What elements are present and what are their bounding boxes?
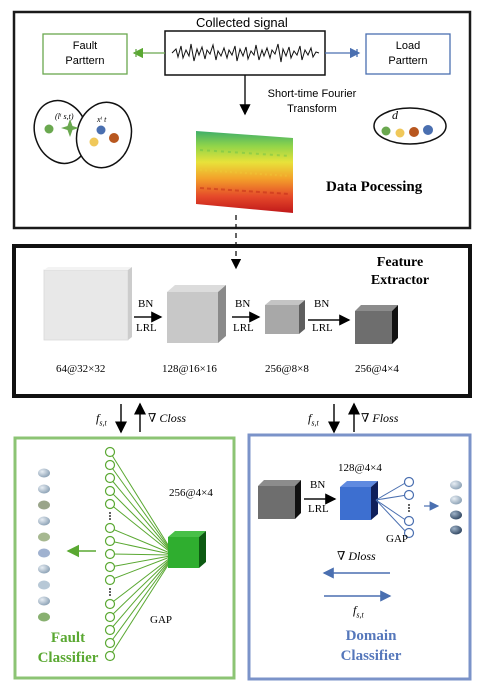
domain-neurons	[403, 476, 415, 539]
load-pattern-label: Load Parttern	[388, 40, 428, 68]
fault-sub-symbol: xⁱ t	[97, 115, 107, 124]
fault-set-symbol: (lⁱ s,t)	[55, 112, 74, 121]
domain-classifier-title-line2: Classifier	[340, 648, 402, 665]
op-label-1-top: BN	[138, 298, 154, 310]
op-label-2-bottom: LRL	[233, 322, 254, 334]
feature-extractor-frame	[12, 244, 472, 398]
op-label-3-top: BN	[314, 298, 330, 310]
fault-dot-yellow	[89, 137, 99, 147]
domain-op-bottom: LRL	[308, 503, 329, 515]
fault-classifier-title-line2: Classifier	[37, 650, 99, 667]
domain-classifier-title: Domain Classifier	[316, 626, 426, 667]
op-label-3-bottom: LRL	[312, 322, 333, 334]
domain-classifier-title-line1: Domain	[345, 628, 397, 644]
layer-label-256a: 256@8×8	[265, 363, 309, 375]
feature-extractor-title: Feature Extractor	[355, 254, 445, 290]
fault-gap-label: GAP	[150, 614, 173, 626]
fault-classifier-frame	[13, 436, 236, 680]
signal-label: Collected signal	[196, 15, 288, 30]
load-set-ellipse	[373, 107, 447, 145]
flow-arrows	[115, 402, 360, 434]
left-grad-label: ∇ Closs	[148, 411, 187, 425]
domain-forward-f: f	[353, 603, 357, 617]
fault-classifier-title-line1: Fault	[50, 630, 86, 646]
cube-layer-64	[43, 267, 132, 341]
feature-extractor-title-line1: Feature	[376, 255, 424, 270]
domain-classifier-frame	[247, 433, 472, 681]
load-dot-green	[381, 126, 391, 136]
fault-block-label: 256@4×4	[169, 487, 213, 499]
fault-pattern-label: Fault Parttern	[65, 40, 105, 68]
left-forward-label: fs,t	[96, 412, 107, 427]
stft-label: Short-time Fourier Transform	[267, 88, 357, 115]
spectrogram-texture	[199, 149, 291, 195]
cube-layer-256b	[355, 305, 398, 344]
domain-block-label: 128@4×4	[338, 462, 382, 474]
right-forward-sub: s,t	[311, 418, 319, 428]
data-processing-section	[12, 10, 472, 230]
domain-gap-label: GAP	[386, 533, 409, 545]
feature-extractor-section	[12, 244, 472, 398]
domain-op-top: BN	[310, 479, 326, 491]
fault-classifier-section	[13, 436, 236, 680]
left-forward-sub: s,t	[99, 418, 107, 428]
right-forward-label: fs,t	[308, 412, 319, 427]
layer-label-64: 64@32×32	[56, 363, 106, 375]
feature-extractor-title-line2: Extractor	[370, 273, 430, 289]
load-dot-yellow	[395, 128, 405, 138]
fault-cube	[168, 531, 206, 568]
cube-layer-128	[167, 285, 226, 343]
fault-fc-lines	[109, 451, 171, 657]
fault-dot-brown	[109, 133, 119, 143]
cube-layer-256a	[265, 300, 305, 334]
op-label-2-top: BN	[235, 298, 251, 310]
fault-dot-green	[44, 124, 54, 134]
right-forward-f: f	[308, 411, 312, 425]
domain-neuron-ellipsis	[408, 504, 410, 512]
domain-grad-label: ∇ Dloss	[337, 549, 376, 563]
layer-label-256b: 256@4×4	[355, 363, 399, 375]
domain-fc-lines	[375, 481, 408, 534]
domain-cube	[340, 481, 378, 520]
spectrogram-image	[196, 131, 293, 213]
load-pattern-box	[365, 33, 451, 75]
op-label-1-bottom: LRL	[136, 322, 157, 334]
fault-neuron-ellipsis	[109, 512, 111, 596]
domain-forward-label: fs,t	[353, 604, 364, 619]
load-dot-blue	[423, 125, 433, 135]
data-processing-frame	[12, 10, 472, 230]
fault-neurons	[104, 446, 116, 662]
load-dot-brown	[409, 127, 419, 137]
fault-classifier-title: Fault Classifier	[22, 628, 114, 669]
fault-star-icon	[61, 119, 79, 137]
fault-dot-blue	[96, 125, 106, 135]
fault-pattern-box	[42, 33, 128, 75]
left-forward-f: f	[96, 411, 100, 425]
fault-output-balls	[38, 468, 50, 622]
domain-forward-sub: s,t	[356, 610, 364, 620]
signal-waveform	[171, 43, 320, 63]
layer-label-128: 128@16×16	[162, 363, 217, 375]
domain-input-cube	[258, 480, 301, 519]
fault-set-ellipse-right	[75, 101, 133, 169]
right-grad-label: ∇ Floss	[361, 411, 399, 425]
domain-output-balls	[450, 480, 462, 535]
data-processing-title: Data Pocessing	[326, 179, 423, 195]
load-set-symbol: d	[392, 108, 398, 122]
domain-classifier-section	[247, 433, 472, 681]
